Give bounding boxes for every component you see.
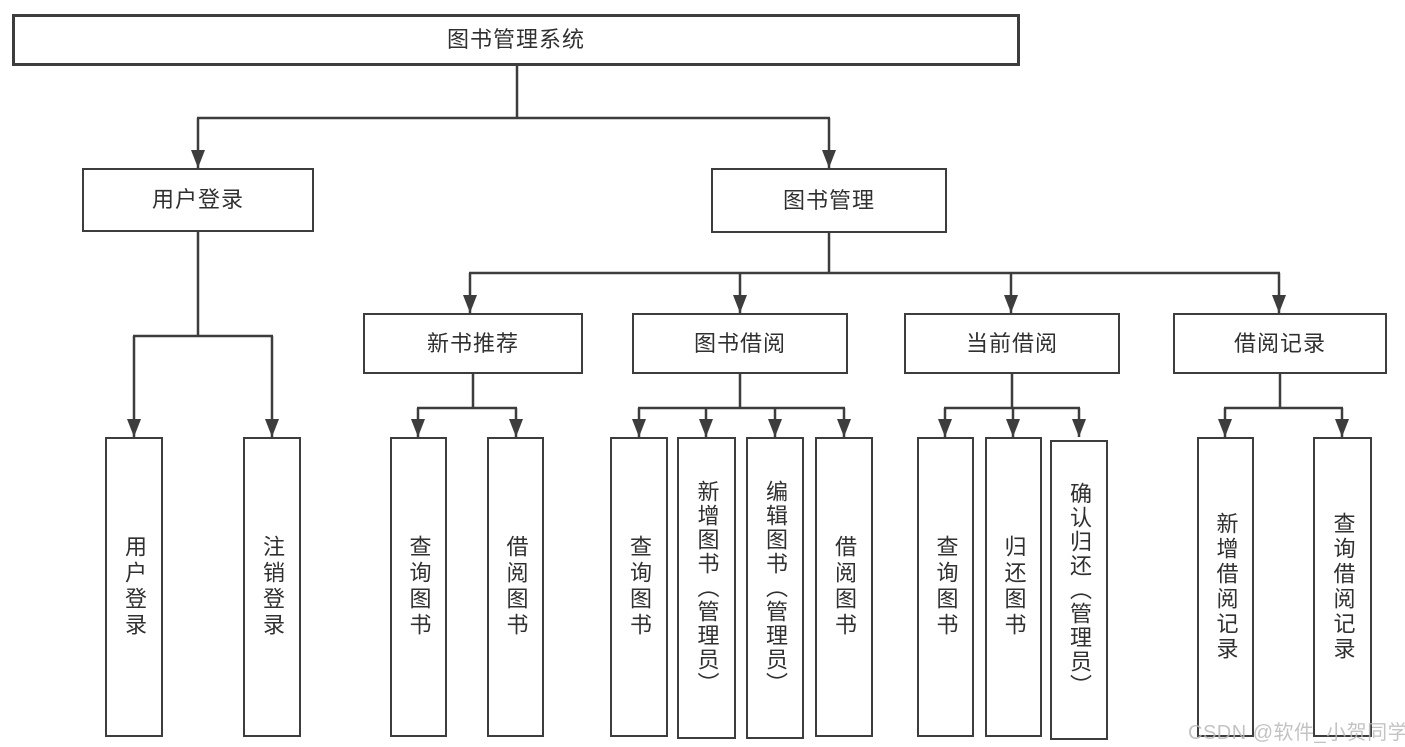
node-new-book-recommend: 新书推荐 <box>363 313 583 374</box>
node-book-management: 图书管理 <box>711 168 947 233</box>
leaf-logout-label: 注销登录 <box>260 535 285 639</box>
node-current-borrow: 当前借阅 <box>904 313 1120 374</box>
node-borrow-records-label: 借阅记录 <box>1233 330 1326 356</box>
leaf-logout: 注销登录 <box>243 437 301 737</box>
watermark-text: CSDN @软件_小贺同学 <box>1188 722 1405 744</box>
leaf-cur-query-books-label: 查询图书 <box>933 535 959 639</box>
node-user-login-label: 用户登录 <box>151 187 244 212</box>
node-borrow-records: 借阅记录 <box>1173 313 1387 374</box>
leaf-rec-query-record-label: 查询借阅记录 <box>1330 512 1356 662</box>
node-user-login: 用户登录 <box>82 168 314 232</box>
node-current-borrow-label: 当前借阅 <box>965 330 1058 356</box>
leaf-rec-add-record: 新增借阅记录 <box>1197 437 1254 737</box>
leaf-cur-query-books: 查询图书 <box>917 437 974 737</box>
leaf-user-login-label: 用户登录 <box>122 535 147 639</box>
leaf-cur-return-books-label: 归还图书 <box>1001 535 1027 639</box>
leaf-nb-query-books: 查询图书 <box>390 437 447 737</box>
leaf-bw-query-books-label: 查询图书 <box>627 535 652 639</box>
leaf-rec-add-record-label: 新增借阅记录 <box>1213 512 1239 662</box>
leaf-cur-confirm-return-admin: 确认归还（管理员） <box>1050 440 1108 740</box>
leaf-bw-borrow-books: 借阅图书 <box>815 437 873 737</box>
leaf-bw-add-books-admin-label: 新增图书（管理员） <box>694 480 720 696</box>
leaf-bw-add-books-admin: 新增图书（管理员） <box>677 437 736 739</box>
leaf-nb-borrow-books-label: 借阅图书 <box>503 535 529 639</box>
leaf-cur-return-books: 归还图书 <box>985 437 1042 737</box>
leaf-nb-query-books-label: 查询图书 <box>406 535 432 639</box>
leaf-rec-query-record: 查询借阅记录 <box>1313 437 1372 737</box>
node-book-management-label: 图书管理 <box>782 187 875 213</box>
leaf-bw-edit-books-admin-label: 编辑图书（管理员） <box>763 480 788 696</box>
leaf-bw-borrow-books-label: 借阅图书 <box>832 535 857 639</box>
node-root-label: 图书管理系统 <box>446 27 585 52</box>
node-book-borrow-label: 图书借阅 <box>693 330 786 356</box>
leaf-user-login: 用户登录 <box>105 437 163 737</box>
node-root: 图书管理系统 <box>12 14 1020 66</box>
leaf-bw-edit-books-admin: 编辑图书（管理员） <box>746 437 804 739</box>
node-new-book-recommend-label: 新书推荐 <box>426 330 519 356</box>
node-book-borrow: 图书借阅 <box>632 313 848 374</box>
leaf-nb-borrow-books: 借阅图书 <box>487 437 544 737</box>
leaf-cur-confirm-return-admin-label: 确认归还（管理员） <box>1067 482 1092 698</box>
leaf-bw-query-books: 查询图书 <box>610 437 668 737</box>
